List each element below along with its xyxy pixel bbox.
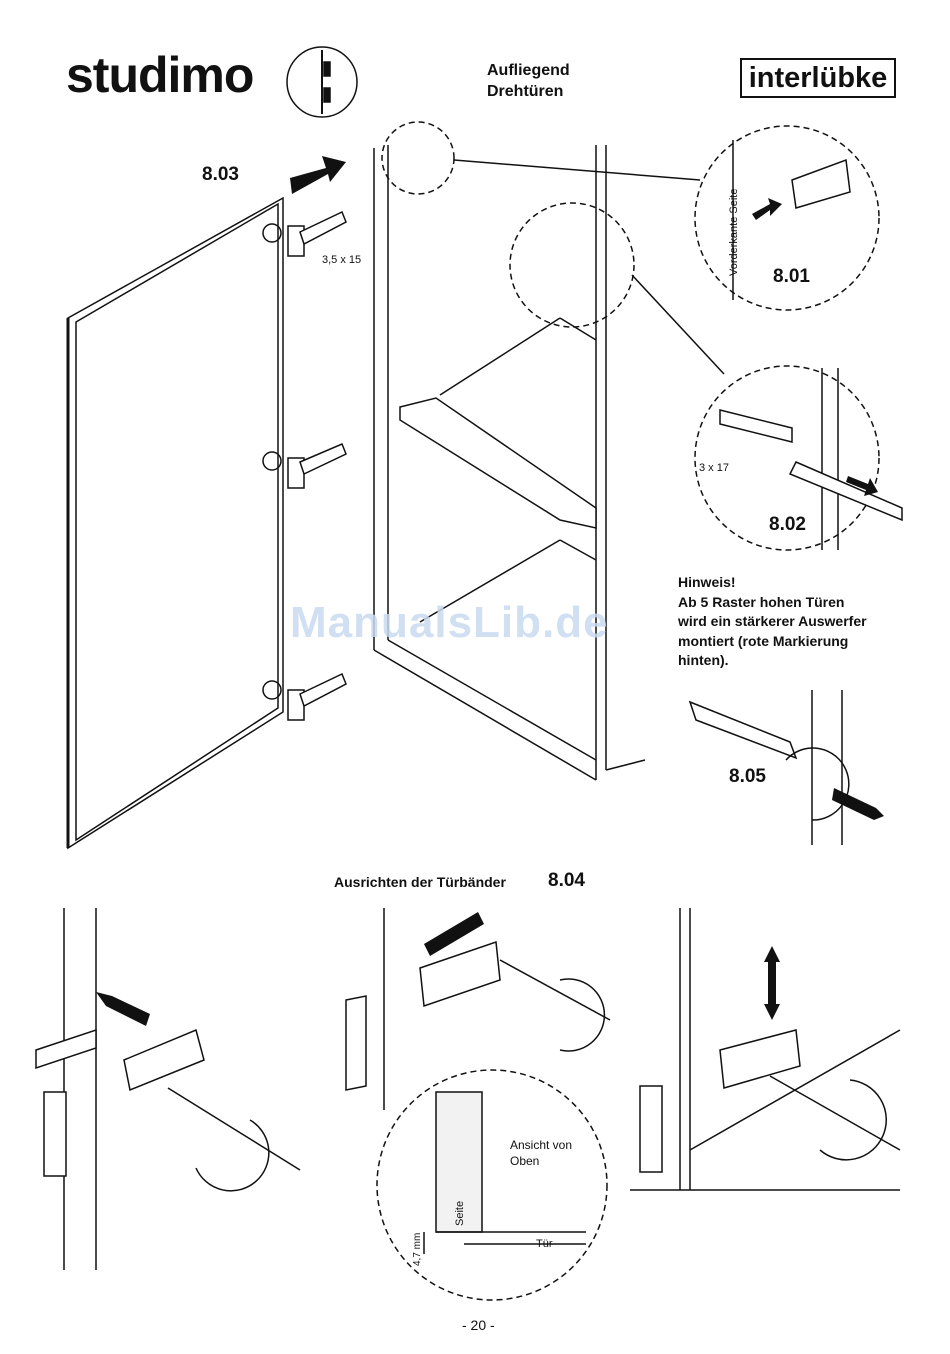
- seite-label: Seite: [454, 1201, 466, 1226]
- document-title: Aufliegend Drehtüren: [487, 60, 570, 102]
- hint-line2: Ab 5 Raster hohen Türen: [678, 593, 918, 613]
- hinge-adjust-right: [630, 908, 900, 1190]
- title-line1: Aufliegend: [487, 60, 570, 81]
- section-title: Ausrichten der Türbänder: [334, 874, 506, 890]
- step-8-01: 8.01: [773, 266, 810, 288]
- ansicht-line2: Oben: [510, 1153, 572, 1169]
- screw-size-label-2: 3 x 17: [699, 462, 729, 474]
- ansicht-label: Ansicht von Oben: [510, 1137, 572, 1169]
- cabinet: [374, 145, 645, 780]
- step-8-03: 8.03: [202, 164, 239, 186]
- hint-line5: hinten).: [678, 651, 918, 671]
- hint-line4: montiert (rote Markierung: [678, 632, 918, 652]
- detail-8-05: [690, 690, 884, 845]
- brand-logo: interlübke: [740, 58, 896, 98]
- mm-label: 4,7 mm: [412, 1233, 423, 1266]
- brand-title: studimo: [66, 50, 253, 100]
- door-panel: [68, 198, 283, 848]
- hinge-adjust-middle: [346, 908, 610, 1254]
- hinge-adjust-left: [36, 908, 300, 1270]
- hint-line3: wird ein stärkerer Auswerfer: [678, 612, 918, 632]
- watermark: ManualsLib.de: [290, 598, 609, 648]
- hinge-circle-icon: [287, 47, 357, 117]
- title-line2: Drehtüren: [487, 81, 570, 102]
- hint-line1: Hinweis!: [678, 573, 918, 593]
- step-8-02: 8.02: [769, 514, 806, 536]
- tuer-label: Tür: [536, 1238, 553, 1250]
- detail-8-02: [720, 368, 902, 550]
- ansicht-line1: Ansicht von: [510, 1137, 572, 1153]
- hint-note: Hinweis! Ab 5 Raster hohen Türen wird ei…: [678, 573, 918, 671]
- page-number: - 20 -: [462, 1317, 495, 1333]
- vorderkante-label: Vorderkante Seite: [728, 189, 740, 276]
- arrow-icon: [290, 156, 346, 194]
- step-8-04: 8.04: [548, 870, 585, 892]
- step-8-05: 8.05: [729, 766, 766, 788]
- screw-size-label: 3,5 x 15: [322, 254, 361, 266]
